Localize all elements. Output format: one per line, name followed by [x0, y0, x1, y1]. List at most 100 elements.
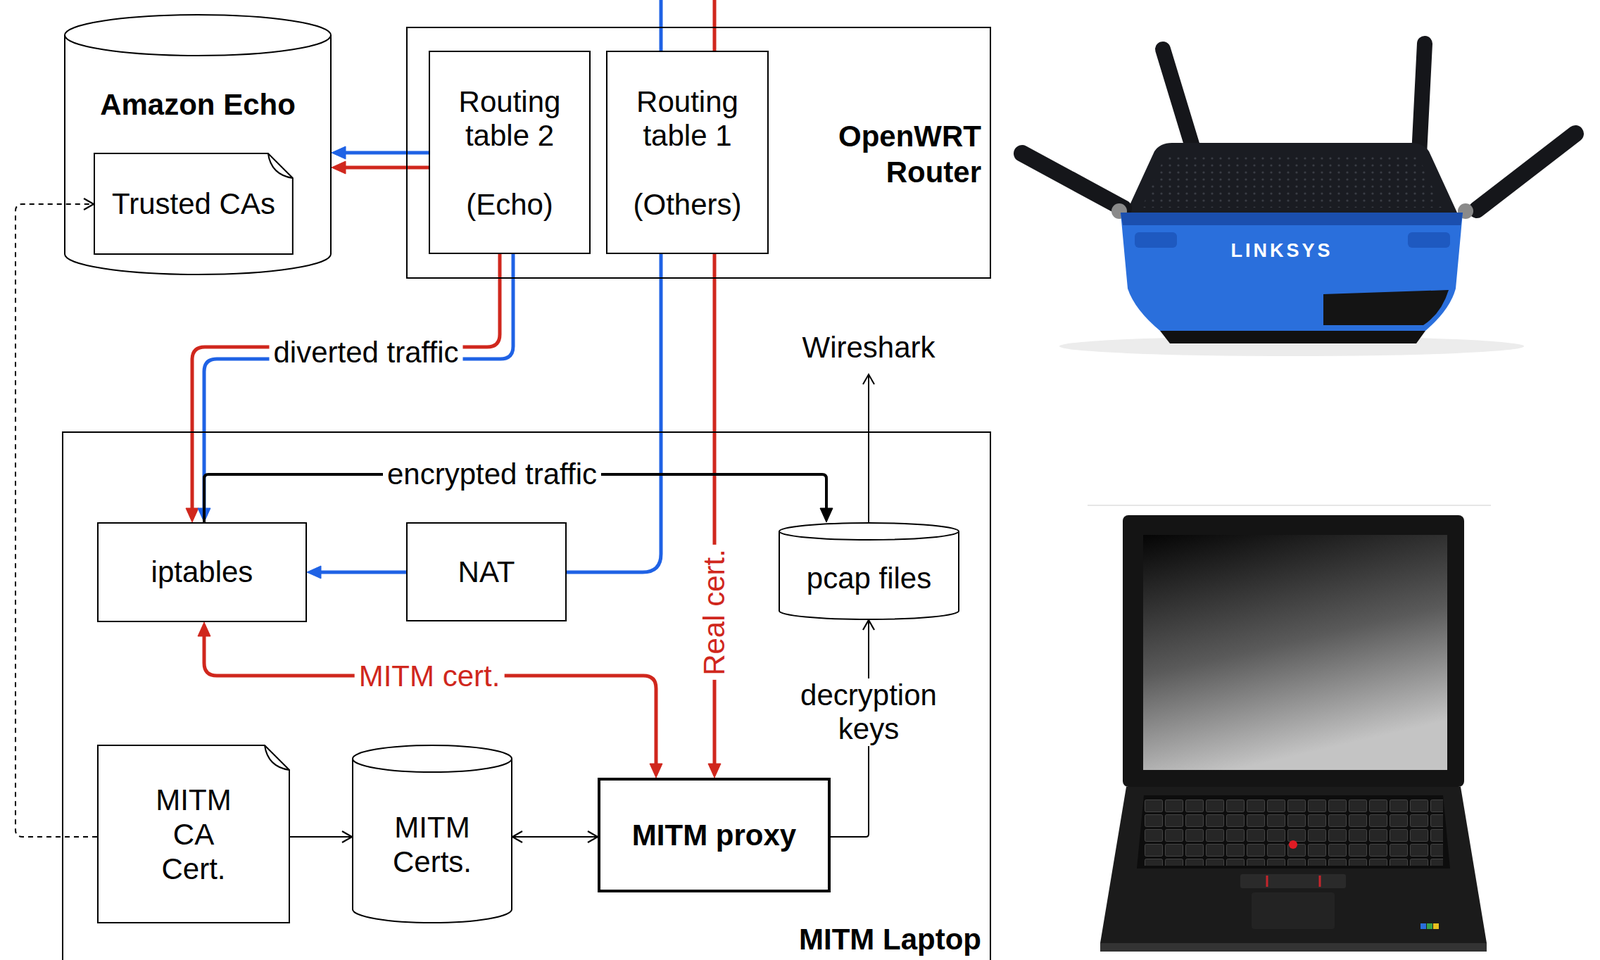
node-outline — [606, 50, 769, 255]
connector — [566, 254, 661, 573]
document-outline — [97, 745, 290, 923]
edge-label: Real cert. — [697, 544, 732, 680]
arrowhead — [512, 831, 523, 843]
arrowhead — [331, 161, 346, 174]
connector-line — [713, 254, 717, 767]
laptop-photo — [1087, 505, 1491, 952]
process-box: MITM proxy — [597, 777, 831, 893]
laptop-logo — [1433, 923, 1439, 930]
router-port-panel — [1323, 290, 1449, 326]
arrowhead — [708, 763, 721, 778]
document-box: MITM CA Cert. — [97, 744, 291, 924]
incoming-red-line — [713, 0, 717, 51]
arrowhead — [649, 763, 663, 778]
free-label: Wireshark — [797, 330, 940, 365]
arrowhead — [342, 831, 352, 843]
node-label: (Echo) — [465, 187, 554, 222]
arrowhead — [306, 565, 321, 579]
arrowhead — [587, 831, 598, 843]
node-label: OpenWRT Router — [838, 119, 982, 189]
laptop-button-stripe — [1319, 875, 1322, 887]
connector — [331, 161, 429, 174]
laptop-button-stripe — [1266, 875, 1269, 887]
node-label: Amazon Echo — [99, 87, 296, 122]
document-fold — [268, 153, 293, 179]
router-photo — [1022, 43, 1576, 357]
router-front — [1120, 212, 1463, 331]
edge-label: MITM cert. — [354, 659, 505, 694]
cylinder-body — [779, 531, 959, 620]
connector — [15, 198, 98, 837]
arrowhead — [331, 146, 346, 160]
router-antenna — [1022, 153, 1124, 209]
connector — [290, 831, 352, 843]
arrowhead — [83, 198, 94, 210]
connector-line — [342, 151, 429, 155]
connector — [512, 831, 598, 843]
node-label: MITM Certs. — [365, 810, 500, 880]
routing-box: Routing table 1(Others) — [606, 50, 769, 255]
storage-cylinder: pcap files — [778, 522, 960, 621]
node-label: pcap files — [806, 561, 932, 596]
laptop-logo — [1426, 923, 1433, 930]
incoming-blue-line — [659, 0, 664, 51]
node-label: NAT — [458, 555, 516, 590]
arrowhead — [820, 508, 833, 523]
connector — [708, 254, 721, 778]
router-antenna — [1419, 43, 1425, 155]
laptop-keyboard — [1143, 798, 1444, 866]
device-cylinder: Amazon EchoTrusted CAs — [64, 14, 332, 276]
node-label: MITM Laptop — [798, 922, 982, 956]
edge-label: decryption keys — [779, 678, 958, 747]
laptop-trackpoint — [1288, 840, 1298, 849]
process-box: iptables — [97, 522, 307, 623]
node-label: MITM proxy — [632, 818, 797, 853]
document-box: Trusted CAs — [93, 152, 294, 255]
laptop-bezel — [1122, 515, 1465, 787]
cylinder-body — [64, 35, 331, 275]
connector-line — [318, 570, 407, 575]
box-outline — [406, 27, 991, 279]
router-vents — [1141, 156, 1442, 208]
cylinder-top — [352, 745, 512, 773]
connector-line — [290, 836, 352, 838]
router-base — [1160, 330, 1426, 344]
connector — [197, 622, 663, 778]
node-outline — [428, 50, 591, 255]
connector — [306, 565, 407, 579]
routing-box: Routing table 2(Echo) — [428, 50, 591, 255]
box-outline — [599, 779, 830, 892]
edge-label: diverted traffic — [268, 335, 463, 370]
box-outline — [62, 432, 991, 960]
laptop-logo — [1420, 923, 1427, 930]
router-detail — [1407, 232, 1451, 248]
laptop-front-edge — [1100, 943, 1487, 952]
wireshark-arrow — [867, 374, 870, 523]
process-box: NAT — [406, 522, 567, 622]
laptop-keyboard-well — [1136, 795, 1451, 869]
arrowhead — [185, 508, 199, 523]
cylinder-top — [64, 14, 331, 56]
node-label: iptables — [151, 555, 254, 590]
box-outline — [406, 523, 566, 621]
node-label: MITM CA Cert. — [149, 782, 238, 887]
box-outline — [429, 51, 590, 254]
laptop-base — [1100, 786, 1487, 944]
laptop-touchpad — [1251, 892, 1335, 930]
brand-logo-text: LINKSYS — [1226, 240, 1337, 262]
connector-line — [15, 204, 98, 837]
router-front-edge — [1120, 212, 1463, 226]
connector-line — [342, 166, 429, 170]
document-fold — [264, 745, 290, 771]
node-label: (Others) — [632, 187, 742, 222]
router-detail — [1134, 232, 1177, 248]
arrowhead — [197, 622, 211, 637]
box-outline — [97, 523, 307, 622]
router-container: OpenWRT Router Routing table 2(Echo)Routi… — [406, 26, 992, 279]
router-antenna — [1476, 133, 1576, 210]
wireshark-arrowhead — [863, 374, 875, 385]
connector-line — [566, 254, 661, 573]
photo-edge — [1087, 504, 1491, 507]
storage-cylinder: MITM Certs. — [351, 744, 513, 924]
node-label: Trusted CAs — [111, 187, 276, 222]
